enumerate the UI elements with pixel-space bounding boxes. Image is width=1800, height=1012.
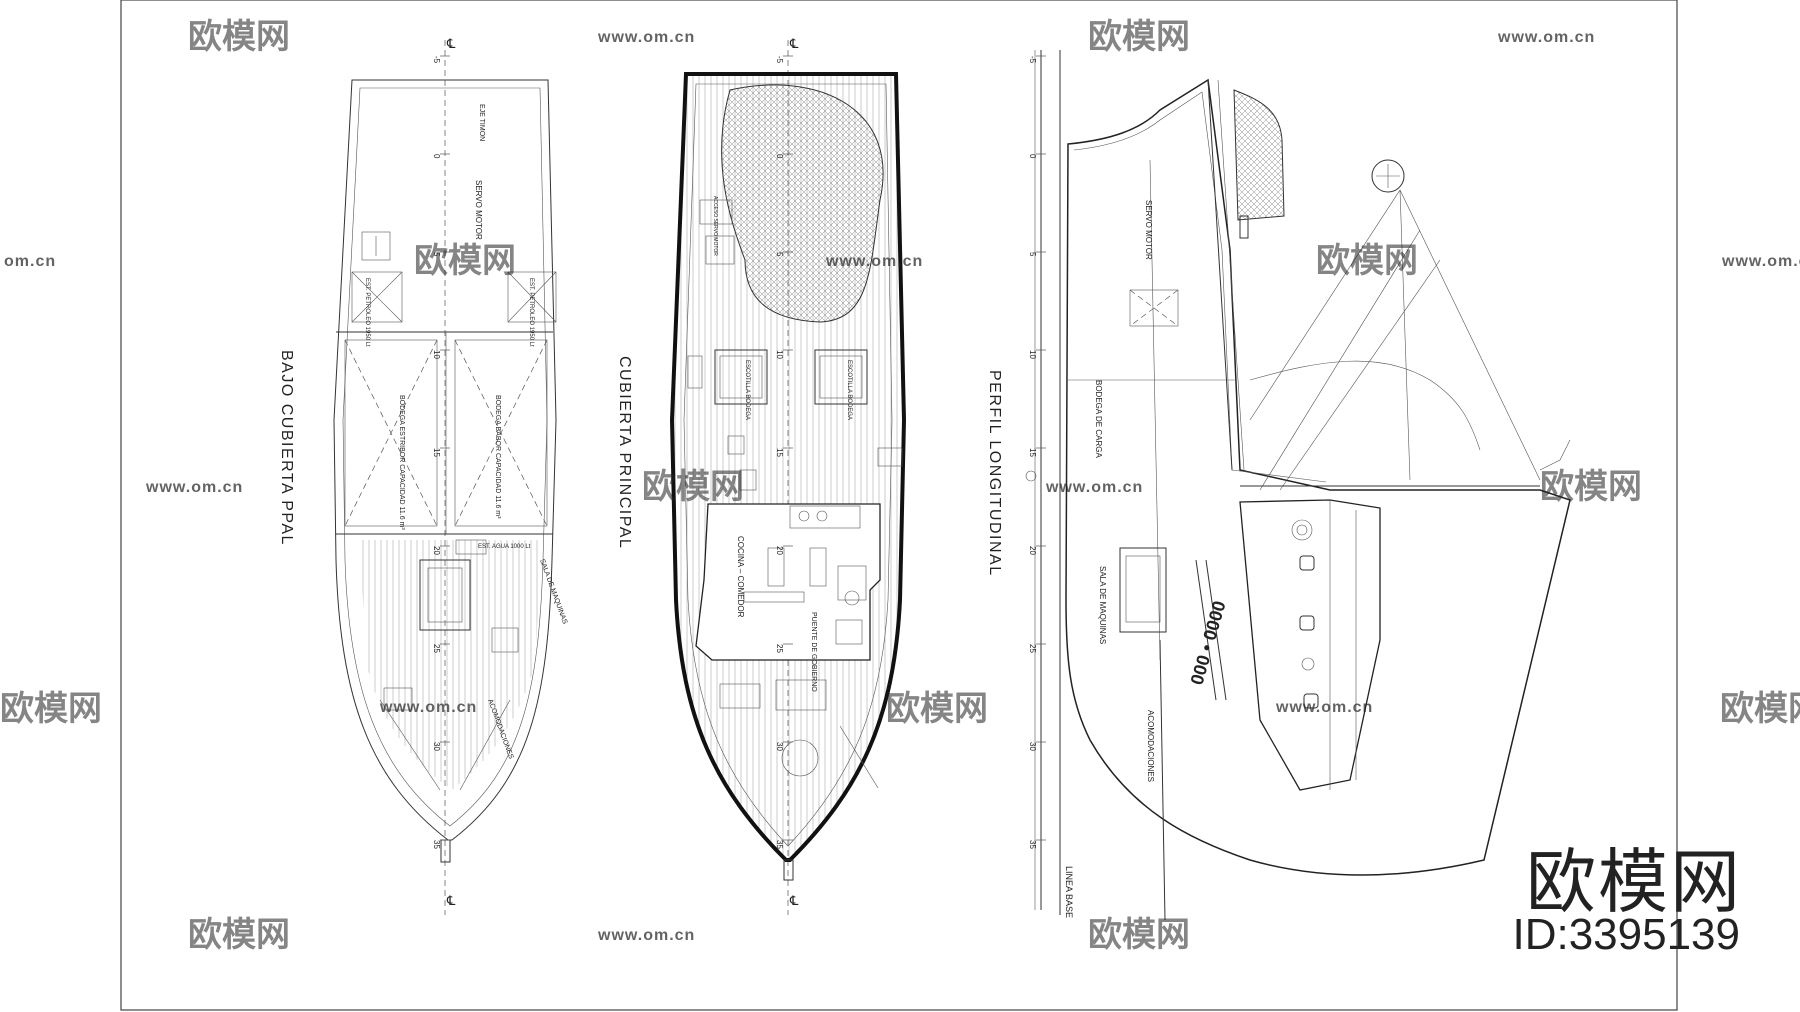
watermark-url-9: www.om.cn — [1275, 699, 1373, 716]
watermarks: 欧模网 www.om.cn 欧模网 www.om.cn om.cn 欧模网 ww… — [0, 18, 1800, 954]
tick-label-below-5: 20 — [432, 546, 441, 555]
label-est-agua: EST. AGUA 1000 Lt — [478, 544, 531, 550]
watermark-url-7: www.om.cn — [1045, 479, 1143, 496]
tick-label-profile-4: 15 — [1028, 448, 1037, 457]
label-profile-sala: SALA DE MAQUINAS — [1098, 566, 1107, 644]
watermark-logo-3: 欧模网 — [414, 242, 516, 280]
tick-label-profile-6: 25 — [1028, 644, 1037, 653]
watermark-logo-11: 欧模网 — [1088, 916, 1190, 954]
tick-label-deck-7: 30 — [775, 742, 784, 751]
watermark-url-8: www.om.cn — [379, 699, 477, 716]
watermark-url-2: www.om.cn — [1497, 29, 1595, 46]
label-bodega-carga: BODEGA DE CARGA — [1094, 380, 1103, 458]
tick-label-below-2: 5 — [432, 252, 441, 257]
label-puente-gobierno: PUENTE DE GOBIERNO — [810, 612, 817, 692]
watermark-logo-1: 欧模网 — [188, 18, 290, 56]
brand-logo: 欧模网 — [1526, 843, 1742, 921]
label-servo-motor: SERVO MOTOR — [474, 180, 483, 240]
tick-label-below-3: 10 — [432, 350, 441, 359]
tick-label-profile-2: 5 — [1028, 252, 1037, 257]
watermark-url-10: www.om.cn — [597, 927, 695, 944]
watermark-url-5: www.om.cn — [1721, 253, 1800, 270]
tick-label-profile-1: 0 — [1028, 154, 1037, 159]
label-profile-servo: SERVO MOTOR — [1144, 200, 1153, 260]
watermark-logo-4: 欧模网 — [1316, 242, 1418, 280]
label-cocina-comedor: COCINA – COMEDOR — [736, 536, 745, 618]
tick-label-below-6: 25 — [432, 644, 441, 653]
label-tank-right: EST. PETROLEO 1950 Lt — [528, 278, 534, 347]
watermark-url-1: www.om.cn — [597, 29, 695, 46]
below-deck-hull — [333, 79, 557, 841]
scale-ticks: -5 0 5 10 15 20 25 30 35 -5 0 5 10 15 20 25 30 35 -5 0 5 10 15… — [432, 55, 1046, 849]
tick-label-profile-3: 10 — [1028, 350, 1037, 359]
label-hold-left: BODEGA ESTRIBOR CAPACIDAD 11.6 m³ — [398, 395, 405, 530]
profile-wheelhouse — [1239, 499, 1381, 791]
tick-label-below-1: 0 — [432, 154, 441, 159]
label-acceso-servo: ACCESO SERVO MOTOR — [712, 196, 718, 256]
below-deck-title: BAJO CUBIERTA PPAL — [278, 350, 295, 546]
label-profile-acomodaciones: ACOMODACIONES — [1146, 710, 1155, 782]
main-deck-title: CUBIERTA PRINCIPAL — [616, 356, 633, 549]
label-tank-left: EST. PETROLEO 1950 Lt — [364, 278, 370, 347]
watermark-url-3: om.cn — [4, 253, 56, 270]
watermark-logo-8: 欧模网 — [886, 690, 988, 728]
tick-label-below-0: -5 — [432, 56, 441, 64]
below-deck-view: ℄ ℄ BAJO CUBIERTA PPAL EJE TIMON — [278, 36, 568, 915]
profile-hull — [1065, 78, 1571, 876]
centerline-symbol-bottom: ℄ — [446, 893, 456, 908]
tick-label-deck-5: 20 — [775, 546, 784, 555]
hull-number: 000 • 0000 — [1187, 599, 1230, 688]
wheelhouse — [695, 503, 881, 661]
tick-label-deck-1: 0 — [775, 154, 784, 159]
label-linea-base: LINEA BASE — [1064, 866, 1074, 918]
tick-label-profile-8: 35 — [1028, 840, 1037, 849]
tick-label-profile-0: -5 — [1028, 56, 1037, 64]
centerline-symbol-top: ℄ — [446, 36, 456, 51]
centerline-symbol-bottom-2: ℄ — [789, 893, 799, 908]
watermark-logo-10: 欧模网 — [188, 916, 290, 954]
sheet-frame — [120, 0, 1678, 1011]
tick-label-below-4: 15 — [432, 448, 441, 457]
tick-label-profile-7: 30 — [1028, 742, 1037, 751]
tick-label-below-7: 30 — [432, 742, 441, 751]
label-hold-right: BODEGA BABOR CAPACIDAD 11.6 m³ — [494, 395, 501, 519]
watermark-logo-5: 欧模网 — [642, 468, 744, 506]
label-escotilla-1: ESCOTILLA BODEGA — [744, 360, 750, 420]
tick-label-deck-6: 25 — [775, 644, 784, 653]
brand-id: ID:3395139 — [1512, 910, 1740, 959]
tick-label-deck-8: 35 — [775, 840, 784, 849]
watermark-logo-7: 欧模网 — [0, 690, 102, 728]
tick-label-below-8: 35 — [432, 840, 441, 849]
watermark-logo-9: 欧模网 — [1720, 690, 1800, 728]
tick-label-deck-0: -5 — [775, 56, 784, 64]
main-deck-view: ℄ ℄ CUBIERTA PRINCIPAL ACCES — [616, 36, 907, 915]
tick-label-deck-4: 15 — [775, 448, 784, 457]
watermark-url-4: www.om.cn — [825, 253, 923, 270]
watermark-logo-6: 欧模网 — [1540, 468, 1642, 506]
watermark-url-6: www.om.cn — [145, 479, 243, 496]
watermark-logo-2: 欧模网 — [1088, 18, 1190, 56]
net-pile — [721, 84, 884, 323]
tick-label-deck-2: 5 — [775, 252, 784, 257]
tick-label-deck-3: 10 — [775, 350, 784, 359]
label-escotilla-2: ESCOTILLA BODEGA — [846, 360, 852, 420]
profile-title: PERFIL LONGITUDINAL — [986, 370, 1003, 577]
label-sala-maquinas: SALA DE MAQUINAS — [538, 558, 568, 625]
tick-label-profile-5: 20 — [1028, 546, 1037, 555]
label-eje-timon: EJE TIMON — [478, 104, 485, 141]
centerline-symbol-top-2: ℄ — [789, 36, 799, 51]
